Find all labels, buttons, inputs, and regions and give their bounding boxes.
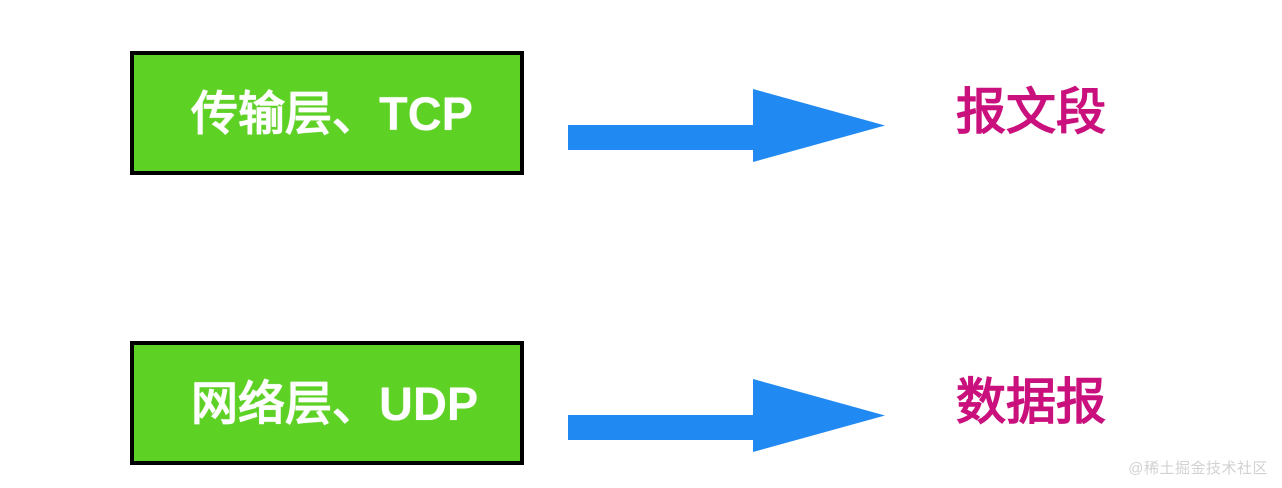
right-block-arrow-icon (568, 379, 885, 452)
diagram-row-network: 网络层、UDP 数据报 (0, 338, 1282, 465)
arrow-transport-to-segment (568, 74, 888, 164)
result-label-datagram: 数据报 (956, 374, 1106, 430)
right-block-arrow-icon (568, 89, 885, 162)
protocol-box-transport-label: 传输层、TCP (191, 86, 473, 140)
protocol-box-transport: 传输层、TCP (130, 51, 524, 175)
protocol-box-network: 网络层、UDP (130, 341, 524, 465)
arrow-network-to-datagram (568, 364, 888, 454)
result-label-segment: 报文段 (956, 84, 1106, 140)
protocol-box-network-label: 网络层、UDP (191, 376, 479, 430)
diagram-row-transport: 传输层、TCP 报文段 (0, 48, 1282, 175)
watermark: @稀土掘金技术社区 (1128, 460, 1268, 477)
